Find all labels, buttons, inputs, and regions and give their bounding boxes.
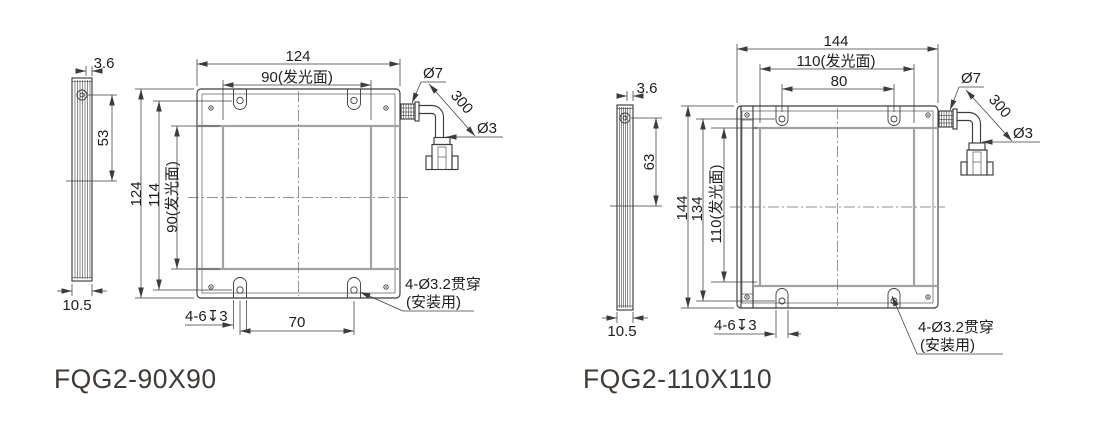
side-view (71, 77, 93, 282)
dim-cable-length: 300 (965, 89, 1014, 142)
mount-slot (347, 277, 361, 298)
mount-pitch-vertical-label: 134 (689, 196, 706, 221)
callout-tapped-holes: 4-6↧3 (714, 310, 801, 338)
dim-side-thickness: 3.6 (616, 80, 658, 101)
cable-connector-plug (960, 142, 994, 176)
emitting-width-label: 90(发光面) (261, 69, 333, 86)
emitting-height-label: 110(发光面) (708, 165, 725, 244)
dim-side-connector-offset: 63 (610, 117, 662, 207)
mount-hole-note-line2: (安装用) (920, 337, 975, 354)
dim-side-total-thickness: 10.5 (602, 312, 648, 340)
cable-diameter-label: Ø3 (1013, 125, 1033, 142)
callout-tapped-holes: 4-6↧3 (185, 300, 247, 329)
mount-hole-note-line2: (安装用) (406, 294, 461, 311)
dim-gland-diameter: Ø7 (949, 70, 984, 111)
front-view (730, 105, 945, 309)
mount-slot (887, 288, 901, 308)
dim-emitting-height: 90(发光面) (164, 125, 220, 270)
cable-connector-plug (425, 136, 459, 171)
dim-side-connector-offset: 53 (66, 94, 117, 182)
mount-hole-note-line1: 4-Ø3.2贯穿 (918, 319, 994, 336)
outer-height-label: 124 (128, 181, 145, 206)
mount-slot (347, 89, 361, 110)
dim-emitting-height: 110(发光面) (708, 127, 757, 283)
dim-emitting-width: 90(发光面) (222, 69, 372, 120)
side-thickness-label: 3.6 (637, 80, 658, 97)
dim-mount-pitch-vertical: 134 (689, 118, 775, 302)
side-connector-offset-label: 63 (641, 154, 658, 171)
dim-outer-height: 144 (674, 105, 734, 309)
side-thickness-label: 3.6 (94, 55, 115, 72)
dim-side-total-thickness: 10.5 (57, 284, 107, 314)
cable-length-label: 300 (447, 87, 476, 117)
callout-mount-holes: 4-Ø3.2贯穿 (安装用) (359, 276, 481, 312)
mount-slot (887, 106, 901, 126)
tapped-hole-spec-label: 4-6↧3 (714, 317, 757, 334)
dim-cable-diameter: Ø3 (982, 125, 1040, 145)
outer-width-label: 124 (285, 48, 310, 65)
mount-pitch-vertical-label: 114 (146, 183, 163, 207)
emitting-width-label: 110(发光面) (797, 53, 876, 70)
emitting-height-label: 90(发光面) (164, 161, 181, 233)
mount-slot (775, 288, 789, 308)
dim-emitting-width: 110(发光面) (759, 53, 915, 123)
dim-outer-width: 124 (196, 48, 401, 86)
mount-slot (233, 277, 247, 298)
mount-hole-note-line1: 4-Ø3.2贯穿 (405, 276, 481, 293)
gland-diameter-label: Ø7 (961, 70, 981, 87)
cable-bend (419, 104, 445, 138)
gland-diameter-label: Ø7 (423, 65, 443, 82)
cable-bend (957, 111, 982, 143)
dim-cable-diameter: Ø3 (446, 120, 503, 140)
model-title: FQG2-90X90 (54, 364, 217, 394)
mount-pitch-horizontal-label: 70 (289, 314, 306, 331)
outer-width-label: 144 (823, 33, 848, 50)
cable-diameter-label: Ø3 (477, 120, 497, 137)
side-total-thickness-label: 10.5 (607, 323, 636, 340)
top-slot-pitch-label: 80 (831, 73, 848, 90)
dim-gland-diameter: Ø7 (411, 65, 446, 104)
side-connector-offset-label: 53 (95, 130, 112, 147)
cable-gland (938, 110, 954, 128)
dim-side-thickness: 3.6 (75, 55, 115, 76)
side-total-thickness-label: 10.5 (62, 297, 91, 314)
dim-mount-pitch-vertical: 114 (146, 100, 232, 291)
corner-screw-holes (744, 112, 931, 300)
model-title: FQG2-110X110 (583, 364, 772, 394)
drawing-fqg2-110x110: 3.6 63 10.5 (583, 33, 1040, 394)
mount-slot (233, 89, 247, 110)
drawing-fqg2-90x90: 3.6 53 10.5 (54, 48, 503, 394)
callout-mount-holes: 4-Ø3.2贯穿 (安装用) (891, 295, 1003, 355)
dim-cable-length: 300 (428, 83, 476, 137)
cable-assembly (400, 101, 459, 171)
corner-screw-holes (208, 105, 389, 290)
front-view (188, 88, 409, 299)
side-connector-circle (76, 89, 88, 101)
side-connector-circle (619, 112, 631, 124)
cable-gland (400, 103, 416, 120)
cable-length-label: 300 (985, 91, 1014, 121)
mount-slot (775, 106, 789, 126)
dim-outer-height: 124 (128, 88, 194, 299)
panel-outline (196, 88, 401, 299)
dim-top-slot-pitch: 80 (781, 73, 895, 112)
side-view (616, 104, 634, 311)
dim-mount-pitch-horizontal: 70 (239, 301, 355, 335)
outer-height-label: 144 (674, 195, 691, 220)
dim-outer-width: 144 (736, 33, 939, 103)
tapped-hole-spec-label: 4-6↧3 (185, 308, 228, 325)
